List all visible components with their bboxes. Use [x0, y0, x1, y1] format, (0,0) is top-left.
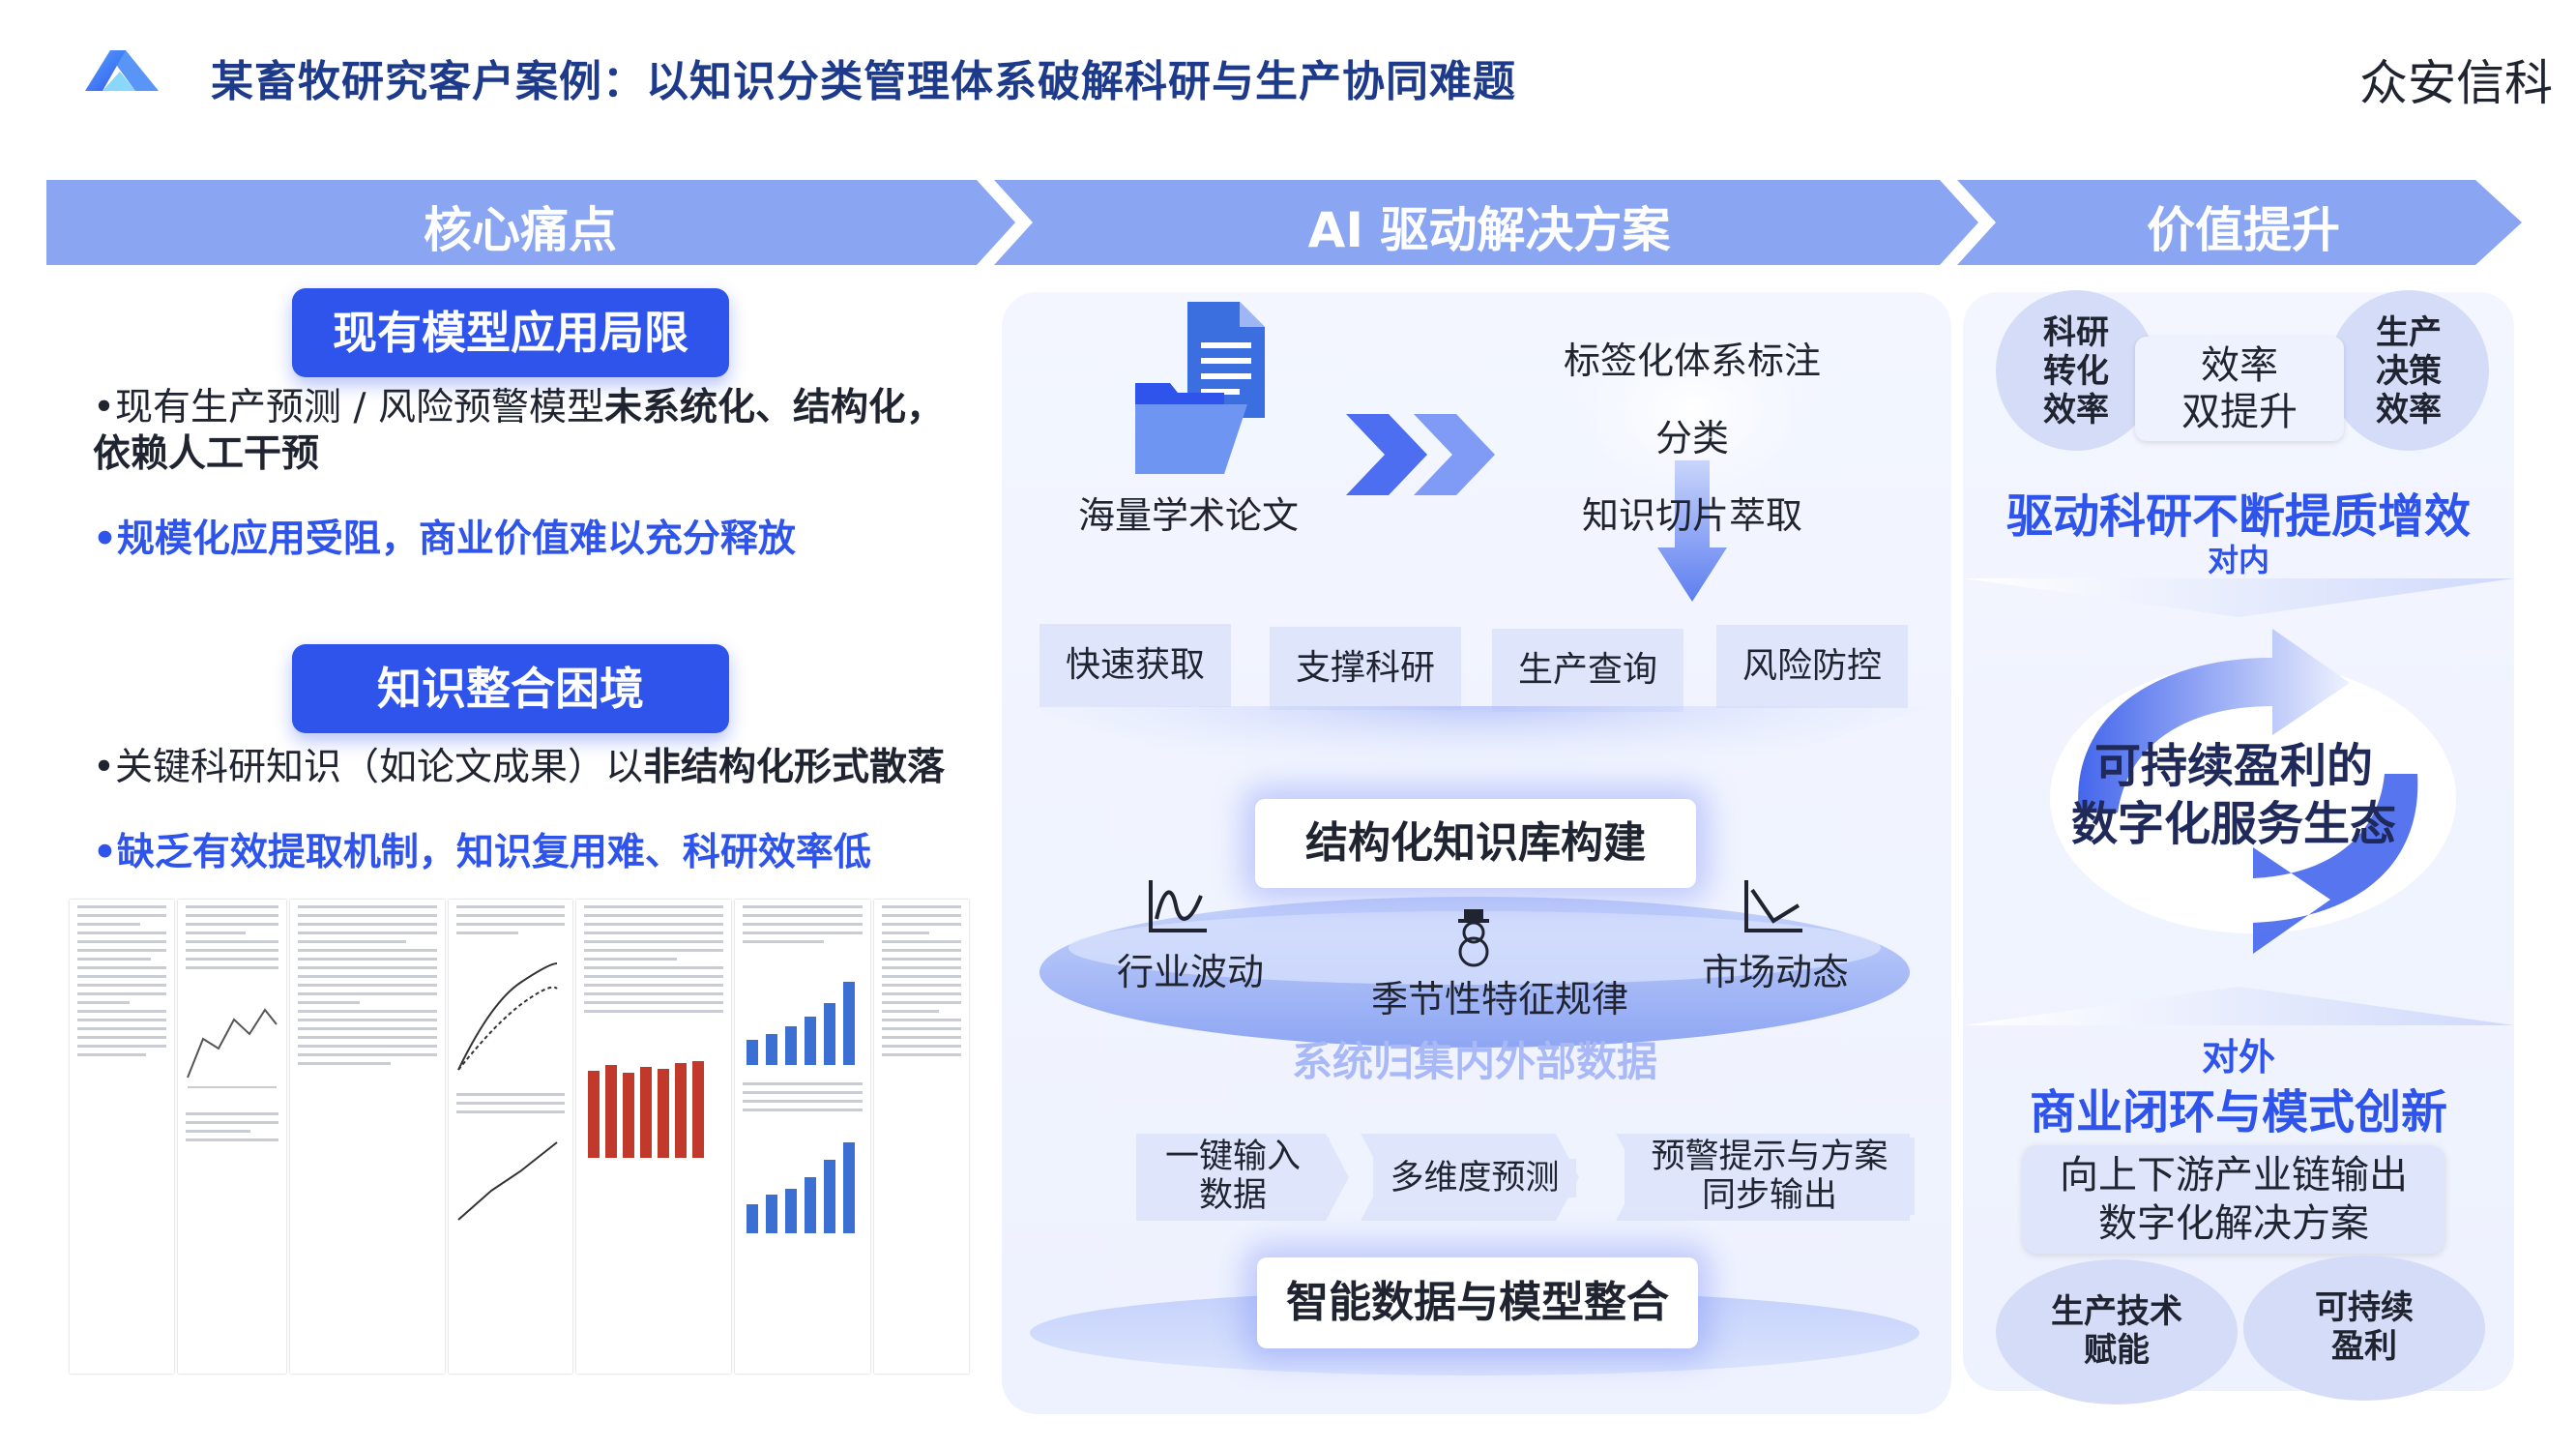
- cycle-diagram: [1963, 578, 2514, 1025]
- funnel-glow: [1528, 335, 1857, 602]
- section-solution-title: AI 驱动解决方案: [1307, 202, 1671, 258]
- paper-curve-chart: [457, 962, 558, 1071]
- step-multi-forecast: 多维度预测: [1373, 1159, 1576, 1198]
- paper-page: [449, 900, 572, 1374]
- data-item-seasonal: 季节性特征规律: [1371, 978, 1629, 1020]
- paper-page: [576, 900, 731, 1374]
- data-item-market: 市场动态: [1702, 951, 1850, 993]
- internal-tag: 对内: [2207, 542, 2269, 578]
- papers-collage: [70, 900, 969, 1383]
- pain-block1-bullet-text: •现有生产预测 / 风险预警模型: [93, 386, 604, 429]
- data-item-industry: 行业波动: [1117, 951, 1265, 993]
- paper-bar-chart: [588, 1061, 704, 1158]
- paper-page: [735, 900, 870, 1374]
- output-solution-box: 向上下游产业链输出 数字化解决方案: [2023, 1145, 2444, 1254]
- process-step-1: 标签化体系标注: [1563, 340, 1821, 382]
- knowledge-base-box: 结构化知识库构建: [1255, 799, 1696, 888]
- paper-bar-chart: [746, 982, 855, 1065]
- data-caption: 系统归集内外部数据: [1292, 1038, 1658, 1085]
- snowman-icon: [1458, 909, 1489, 967]
- paper-bar-chart: [746, 1142, 855, 1233]
- pain-block2-bullet: •关键科研知识（如论文成果）以非结构化形式散落: [93, 745, 982, 791]
- pain-block2-bullet-text: •关键科研知识（如论文成果）以: [93, 746, 644, 789]
- external-title: 商业闭环与模式创新: [2029, 1085, 2447, 1139]
- paper-page: [290, 900, 445, 1374]
- cycle-text: 可持续盈利的 数字化服务生态: [2070, 739, 2396, 851]
- section-value-title: 价值提升: [2147, 202, 2340, 258]
- pain-block2-highlight: •缺乏有效提取机制，知识复用难、科研效率低: [93, 831, 871, 874]
- use-tag-risk-control: 风险防控: [1716, 625, 1908, 708]
- section-banner: [46, 180, 2522, 265]
- use-tag-quick-access: 快速获取: [1039, 624, 1231, 707]
- step-warning-output: 预警提示与方案 同步输出: [1625, 1138, 1915, 1215]
- step-input-data: 一键输入 数据: [1136, 1138, 1330, 1215]
- section-pain-title: 核心痛点: [424, 202, 617, 258]
- internal-title: 驱动科研不断提质增效: [2005, 489, 2471, 544]
- double-chevron-icon: [1346, 414, 1495, 495]
- paper-page: [178, 900, 286, 1374]
- sustainable-profit-circle: 可持续 盈利: [2243, 1256, 2485, 1401]
- pain-block1-bullet: •现有生产预测 / 风险预警模型未系统化、结构化，依赖人工干预: [93, 385, 944, 478]
- pain-block1-title: 现有模型应用局限: [292, 288, 729, 377]
- logo-icon: [85, 50, 159, 91]
- trend-chart-icon: [1744, 880, 1802, 932]
- pain-block2-title: 知识整合困境: [292, 644, 729, 733]
- process-step-3: 知识切片萃取: [1581, 494, 1802, 537]
- page-title: 某畜牧研究客户案例：以知识分类管理体系破解科研与生产协同难题: [211, 57, 1516, 106]
- efficiency-double-box: 效率 双提升: [2135, 337, 2344, 441]
- pain-block1-highlight: •规模化应用受阻，商业价值难以充分释放: [93, 518, 796, 561]
- pain-block2-bullet-bold: 非结构化形式散落: [643, 746, 946, 789]
- tags-glow: [1025, 706, 1934, 822]
- integration-box: 智能数据与模型整合: [1257, 1257, 1698, 1348]
- paper-curve-chart: [457, 1141, 558, 1221]
- wave-chart-icon: [1149, 880, 1207, 932]
- use-tag-research-support: 支撑科研: [1270, 627, 1461, 710]
- tech-empower-circle: 生产技术 赋能: [1996, 1259, 2238, 1405]
- paper-page: [874, 900, 969, 1374]
- pain-block1-bullet-bold: 未系统化、结构化，依赖人工干预: [93, 386, 944, 476]
- papers-label: 海量学术论文: [1078, 494, 1300, 537]
- external-tag: 对外: [2201, 1036, 2275, 1079]
- production-efficiency-circle: 生产 决策 效率: [2328, 290, 2489, 451]
- paper-page: [70, 900, 174, 1374]
- process-step-2: 分类: [1654, 417, 1729, 459]
- research-efficiency-circle: 科研 转化 效率: [1996, 290, 2156, 451]
- paper-line-chart: [187, 1008, 278, 1088]
- use-tag-production-query: 生产查询: [1492, 629, 1683, 712]
- folder-document-icon: [1135, 302, 1265, 474]
- data-ellipse: [1039, 897, 1910, 1048]
- brand-name: 众安信科: [2359, 55, 2553, 111]
